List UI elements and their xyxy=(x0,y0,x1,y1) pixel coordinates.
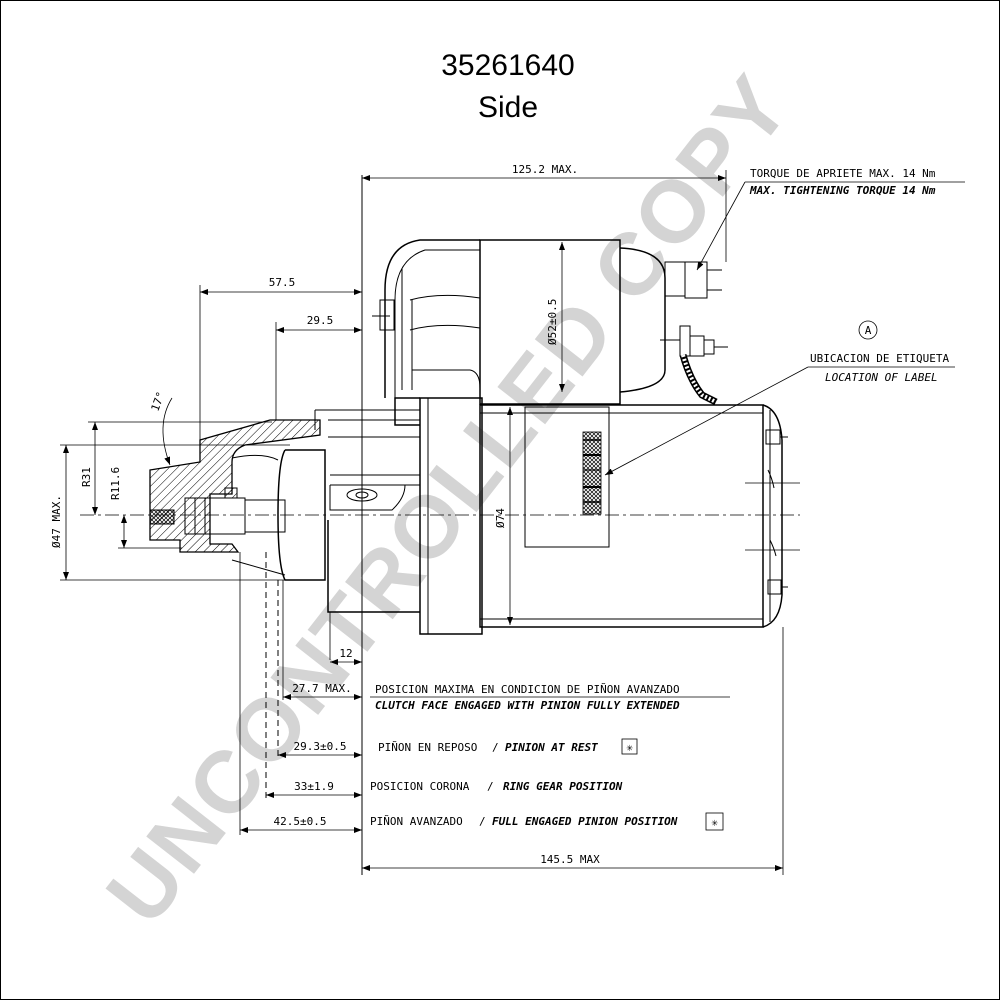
ring-note-es: POSICION CORONA xyxy=(370,780,470,793)
dim-solenoid-dia: Ø52±0.5 xyxy=(546,299,559,345)
rest-symbol: ✳ xyxy=(626,741,633,754)
dim-r31: R31 xyxy=(80,467,93,487)
dim-27: 27.7 MAX. xyxy=(292,682,352,695)
dim-12: 12 xyxy=(339,647,352,660)
dim-overall-length: 125.2 MAX. xyxy=(512,163,578,176)
dim-flange-dia: Ø47 MAX. xyxy=(50,495,63,548)
dim-body-dia: Ø74 xyxy=(494,508,507,528)
full-symbol-box xyxy=(705,812,724,831)
label-area xyxy=(524,406,610,548)
full-symbol: ✳ xyxy=(711,816,718,829)
clutch-note-es: POSICION MAXIMA EN CONDICION DE PIÑON AV… xyxy=(375,683,680,696)
dim-29: 29.5 xyxy=(307,314,334,327)
full-note-es: PIÑON AVANZADO xyxy=(370,815,463,828)
dim-total: 145.5 MAX xyxy=(540,853,600,866)
dim-42: 42.5±0.5 xyxy=(274,815,327,828)
full-slash: / xyxy=(479,815,486,828)
torque-note-es: TORQUE DE APRIETE MAX. 14 Nm xyxy=(750,167,936,180)
annotations: TORQUE DE APRIETE MAX. 14 Nm MAX. TIGHTE… xyxy=(370,167,965,831)
dim-57: 57.5 xyxy=(269,276,296,289)
rest-note-en: PINION AT REST xyxy=(505,741,598,754)
torque-note-en: MAX. TIGHTENING TORQUE 14 Nm xyxy=(749,184,936,197)
clutch-note-en: CLUTCH FACE ENGAGED WITH PINION FULLY EX… xyxy=(375,699,680,712)
dim-angle: 17° xyxy=(149,390,168,413)
label-note-es: UBICACION DE ETIQUETA xyxy=(810,352,949,365)
rest-symbol-box xyxy=(621,738,638,755)
label-note-en: LOCATION OF LABEL xyxy=(825,371,938,384)
full-note-en: FULL ENGAGED PINION POSITION xyxy=(492,815,678,828)
ring-slash: / xyxy=(487,780,494,793)
part-number: 35261640 xyxy=(441,49,574,82)
starter-outline xyxy=(149,239,800,635)
view-label: Side xyxy=(478,91,538,124)
dim-29-3: 29.3±0.5 xyxy=(294,740,347,753)
dim-33: 33±1.9 xyxy=(294,780,334,793)
ring-note-en: RING GEAR POSITION xyxy=(503,780,623,793)
dim-r11: R11.6 xyxy=(109,467,122,500)
label-marker: A xyxy=(865,324,872,337)
barcode xyxy=(582,431,602,515)
dimensions: 125.2 MAX. 57.5 29.5 Ø52±0.5 Ø74 Ø47 MAX… xyxy=(50,163,784,875)
rest-slash: / xyxy=(492,741,499,754)
rest-note-es: PIÑON EN REPOSO xyxy=(378,741,477,754)
